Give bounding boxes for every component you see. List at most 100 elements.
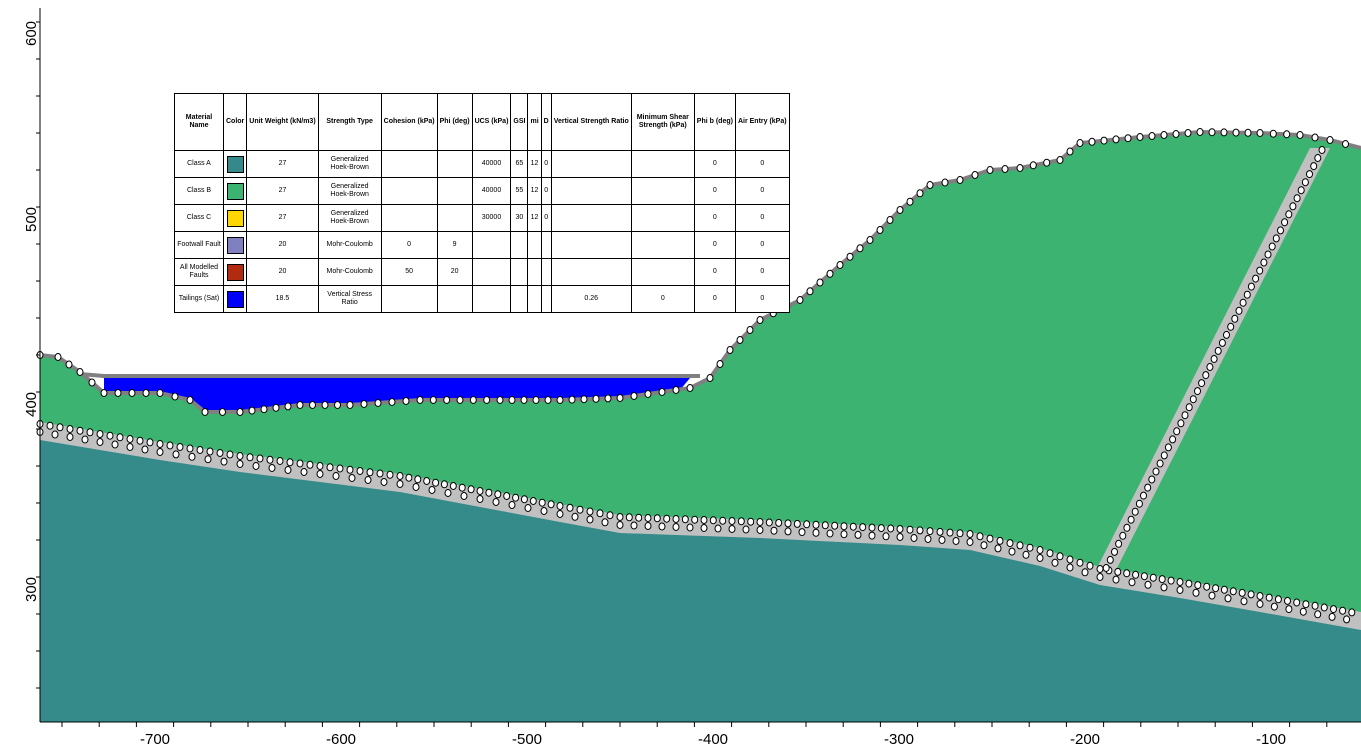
surface-point: [1311, 601, 1319, 610]
surface-point: [1066, 147, 1074, 156]
surface-point: [520, 396, 528, 404]
surface-point: [540, 507, 548, 515]
surface-point: [1289, 202, 1297, 211]
surface-point: [1208, 591, 1216, 600]
surface-point: [1051, 558, 1059, 567]
cell-color-swatch: [222, 285, 248, 313]
surface-point: [737, 517, 745, 526]
cell-unit-weight: 27: [246, 150, 319, 178]
surface-point: [508, 396, 516, 404]
surface-point: [156, 440, 164, 448]
surface-point: [916, 189, 924, 198]
surface-point: [896, 206, 904, 214]
cell-air-entry: 0: [734, 231, 790, 259]
surface-point: [1096, 565, 1104, 573]
surface-point: [966, 538, 974, 546]
surface-point: [887, 524, 895, 533]
surface-point: [346, 401, 354, 409]
surface-point: [1311, 133, 1319, 142]
surface-point: [1247, 590, 1255, 599]
surface-point: [1173, 427, 1181, 436]
cell-d: [540, 285, 552, 313]
cell-minimum-shear-strength: [630, 258, 695, 286]
surface-point: [1293, 598, 1301, 607]
surface-point: [1066, 563, 1074, 572]
surface-point: [1310, 162, 1318, 171]
surface-point: [756, 518, 764, 526]
cell-air-entry: 0: [734, 177, 790, 205]
surface-point: [1026, 543, 1034, 552]
surface-point: [946, 528, 954, 537]
surface-point: [126, 435, 134, 443]
surface-point: [906, 197, 914, 206]
surface-point: [188, 452, 196, 461]
surface-point: [1227, 322, 1235, 331]
surface-point: [812, 528, 820, 537]
surface-point: [388, 398, 396, 406]
surface-point: [616, 394, 624, 402]
surface-point: [896, 533, 904, 541]
surface-point: [1016, 541, 1024, 550]
surface-point: [566, 503, 574, 512]
material-color-swatch: [226, 155, 244, 173]
surface-point: [1160, 451, 1168, 460]
cell-cohesion: [380, 150, 438, 178]
surface-point: [926, 181, 934, 189]
surface-point: [1172, 130, 1180, 138]
surface-point: [672, 523, 680, 531]
cell-phi-b: 0: [693, 258, 736, 286]
material-color-swatch: [226, 209, 244, 227]
surface-point: [1160, 131, 1168, 139]
surface-point: [1238, 588, 1246, 597]
surface-point: [416, 396, 424, 404]
surface-point: [51, 430, 59, 439]
surface-point: [1127, 515, 1135, 524]
surface-point: [172, 450, 180, 459]
cell-mi: 12: [527, 150, 542, 178]
surface-point: [1149, 573, 1157, 582]
surface-point: [547, 500, 555, 509]
surface-point: [586, 507, 594, 516]
surface-point: [1296, 131, 1304, 139]
surface-point: [414, 475, 422, 484]
surface-point: [428, 486, 436, 494]
surface-point: [1196, 128, 1204, 136]
surface-point: [444, 489, 452, 497]
surface-point: [116, 433, 124, 442]
surface-point: [1106, 555, 1114, 564]
surface-point: [1285, 210, 1293, 219]
surface-point: [396, 480, 404, 488]
surface-point: [663, 514, 671, 523]
header-vertical-strength-ratio: Vertical Strength Ratio: [550, 93, 632, 151]
surface-point: [836, 261, 844, 269]
surface-point: [1260, 258, 1268, 267]
cell-ucs: [471, 231, 512, 259]
surface-point: [854, 530, 862, 539]
surface-point: [1210, 355, 1218, 363]
cell-cohesion: 0: [380, 231, 438, 259]
surface-point: [186, 396, 194, 404]
cell-gsi: [510, 231, 529, 259]
surface-point: [423, 477, 431, 485]
surface-point: [1256, 129, 1264, 137]
cell-gsi: [510, 285, 529, 313]
surface-point: [348, 474, 356, 482]
surface-point: [66, 425, 74, 433]
surface-point: [796, 296, 804, 304]
surface-point: [96, 430, 104, 438]
cell-material-name: Footwall Fault: [174, 231, 224, 259]
cell-color-swatch: [222, 150, 248, 178]
surface-point: [356, 467, 364, 475]
surface-point: [286, 458, 294, 467]
surface-point: [106, 431, 114, 440]
surface-point: [236, 408, 244, 416]
surface-point: [1320, 603, 1328, 612]
surface-point: [868, 531, 876, 540]
surface-point: [986, 166, 994, 174]
surface-point: [260, 405, 268, 414]
surface-point: [316, 470, 324, 478]
surface-point: [1268, 242, 1276, 251]
surface-point: [268, 464, 276, 472]
cell-air-entry: 0: [734, 285, 790, 313]
